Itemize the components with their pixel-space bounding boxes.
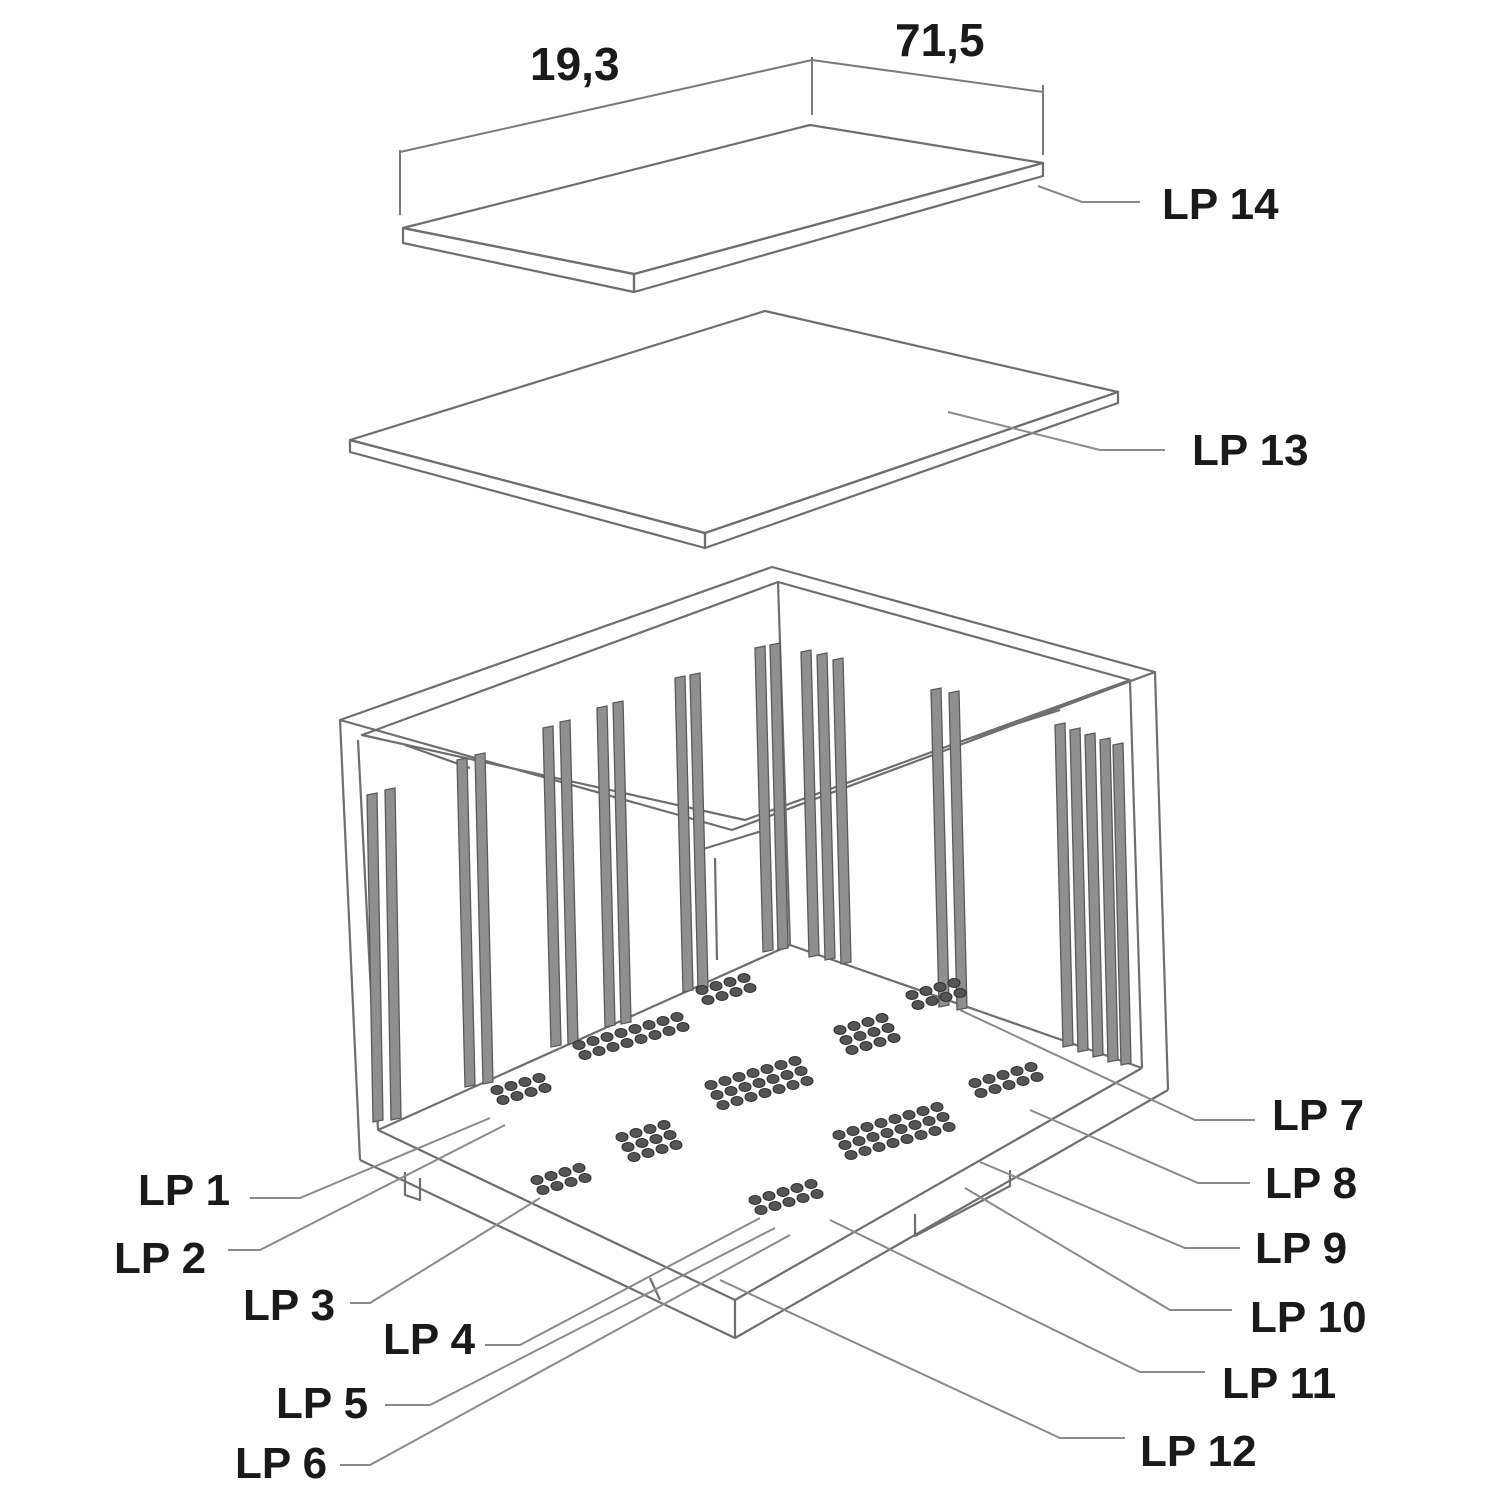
rod-13 xyxy=(800,649,820,958)
label-lp13: LP 13 xyxy=(1192,426,1309,475)
floor-component-2 xyxy=(572,1012,690,1060)
vertical-rods xyxy=(366,642,1132,1123)
floor-component-10 xyxy=(748,1179,824,1215)
leader-lines xyxy=(228,185,1255,1466)
label-lp3: LP 3 xyxy=(243,1281,335,1330)
floor-component-9 xyxy=(530,1163,592,1195)
rod-12 xyxy=(769,642,789,951)
floor-component-1 xyxy=(490,1073,552,1105)
floor-component-5 xyxy=(615,1120,683,1162)
floor-component-7 xyxy=(905,978,967,1010)
label-lp12: LP 12 xyxy=(1140,1427,1257,1476)
label-lp4: LP 4 xyxy=(383,1315,476,1364)
label-lp1: LP 1 xyxy=(138,1166,230,1215)
dimension-depth: 71,5 xyxy=(895,14,985,66)
label-lp6: LP 6 xyxy=(235,1439,327,1488)
floor-component-4 xyxy=(833,1013,901,1055)
enclosure-box xyxy=(338,565,1170,1340)
rod-15 xyxy=(832,657,852,965)
rod-1 xyxy=(366,792,384,1123)
rod-18 xyxy=(1054,722,1074,1048)
rod-6 xyxy=(559,719,579,1045)
rod-21 xyxy=(1099,737,1119,1063)
rod-3 xyxy=(456,757,476,1088)
label-lp11: LP 11 xyxy=(1222,1359,1336,1408)
label-lp2: LP 2 xyxy=(114,1234,206,1283)
rod-5 xyxy=(542,725,562,1048)
rod-14 xyxy=(816,652,836,961)
label-lp9: LP 9 xyxy=(1255,1224,1347,1273)
rod-10 xyxy=(689,672,709,990)
rod-19 xyxy=(1069,727,1089,1053)
lid-plate-top xyxy=(401,123,1045,294)
label-lp14: LP 14 xyxy=(1162,180,1279,229)
label-lp10: LP 10 xyxy=(1250,1293,1367,1342)
rod-22 xyxy=(1112,742,1132,1066)
rod-7 xyxy=(596,705,616,1028)
rod-11 xyxy=(754,645,774,953)
floor-component-11 xyxy=(832,1102,956,1160)
rod-17 xyxy=(948,690,968,1011)
rod-2 xyxy=(384,787,402,1121)
floor-component-8 xyxy=(968,1062,1044,1098)
rod-9 xyxy=(674,675,694,993)
label-lp7: LP 7 xyxy=(1272,1091,1364,1140)
rod-20 xyxy=(1084,732,1104,1058)
label-lp5: LP 5 xyxy=(276,1379,368,1428)
rod-4 xyxy=(474,752,494,1085)
dimension-width: 19,3 xyxy=(530,38,620,90)
rod-16 xyxy=(930,687,950,1008)
dimension-lines xyxy=(399,57,1044,215)
middle-plate xyxy=(348,309,1120,550)
floor-component-6 xyxy=(704,1056,814,1110)
floor-component-3 xyxy=(695,973,757,1005)
floor-components xyxy=(490,973,1044,1215)
rod-8 xyxy=(612,700,632,1025)
label-lp8: LP 8 xyxy=(1265,1159,1357,1208)
